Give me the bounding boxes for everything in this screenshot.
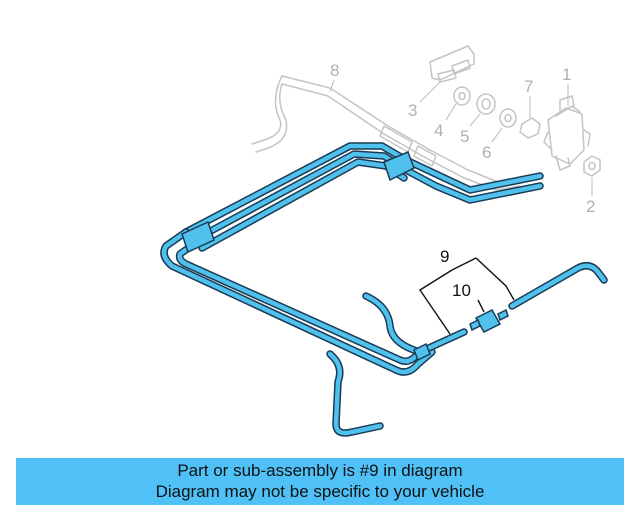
- part-8-pipe-bend: [251, 75, 283, 145]
- hose-s-curve-in: [363, 293, 467, 355]
- callout-9: 9: [440, 247, 449, 266]
- part-1-canister-base: [555, 155, 571, 171]
- part-6-washer-hole: [504, 113, 512, 123]
- callout-10: 10: [452, 281, 471, 300]
- part-8-pipe-bend-inner: [255, 83, 288, 153]
- part-10-valve-nipple-a: [469, 318, 481, 332]
- part-1-canister-side: [543, 129, 591, 151]
- part-5-grommet-inner: [481, 98, 491, 110]
- leader-10: [477, 299, 485, 313]
- leader-3: [419, 81, 441, 103]
- info-banner: Part or sub-assembly is #9 in diagram Di…: [16, 458, 624, 505]
- part-3-stud-b: [451, 59, 471, 75]
- part-3-stud-a: [437, 69, 457, 83]
- highlight-hoses: [160, 142, 608, 437]
- leader-9-join: [451, 257, 477, 271]
- hose-branch-down-in: [327, 351, 383, 436]
- callout-5: 5: [460, 127, 469, 146]
- callout-8: 8: [330, 61, 339, 80]
- part-1-canister: [547, 107, 585, 165]
- clamp-left: [181, 220, 215, 254]
- leader-9-right: [475, 257, 515, 301]
- banner-line-2: Diagram may not be specific to your vehi…: [155, 482, 485, 501]
- callout-4: 4: [434, 121, 443, 140]
- hose-loop-outer: [160, 228, 436, 376]
- leader-4: [445, 103, 457, 121]
- part-3-bracket: [429, 45, 475, 81]
- part-4-washer-hole: [458, 91, 466, 101]
- part-1-canister-top: [555, 95, 581, 117]
- part-8-pipe-inner: [281, 83, 521, 191]
- active-leaders: [419, 257, 515, 335]
- callout-3: 3: [408, 101, 417, 120]
- hose-loop-outer-in: [161, 229, 435, 375]
- callout-1: 1: [562, 65, 571, 84]
- callout-6: 6: [482, 143, 491, 162]
- ghost-parts: [251, 45, 601, 196]
- clamp-mid: [383, 151, 415, 182]
- callout-7: 7: [524, 77, 533, 96]
- part-10-valve-nipple-b: [497, 308, 509, 322]
- banner-line-1: Part or sub-assembly is #9 in diagram: [177, 461, 463, 480]
- leader-8: [329, 79, 335, 93]
- leader-6: [491, 127, 503, 143]
- hose-loop-inner-in: [177, 241, 419, 364]
- leader-5: [469, 113, 481, 127]
- part-7-cap: [519, 117, 541, 139]
- part-10-valve: [474, 309, 502, 333]
- leader-9-left: [419, 269, 453, 335]
- part-2-nut-hole: [588, 161, 596, 171]
- hose-right-in: [509, 263, 607, 309]
- part-8-sleeve-b: [413, 145, 437, 167]
- connector-tee: [413, 342, 431, 362]
- callout-2: 2: [586, 197, 595, 216]
